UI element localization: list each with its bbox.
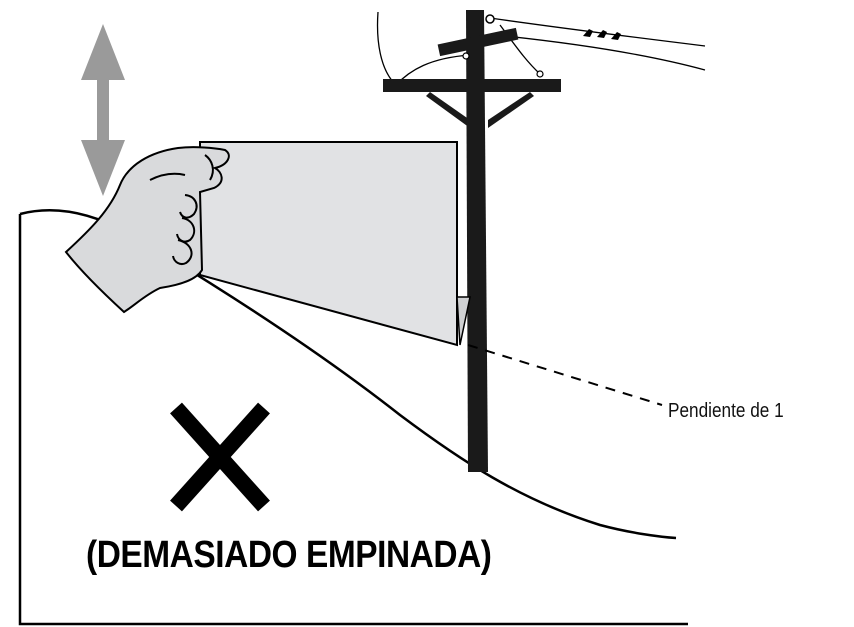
bird-icon xyxy=(583,29,621,40)
slope-label: Pendiente de 1 xyxy=(668,400,784,422)
slope-dashed-line xyxy=(467,344,663,406)
vertical-double-arrow-icon xyxy=(81,24,125,196)
x-mark-icon xyxy=(170,402,270,512)
hand xyxy=(64,146,230,314)
utility-pole xyxy=(383,10,561,472)
device-panel xyxy=(189,141,471,347)
verdict-label: (DEMASIADO EMPINADA) xyxy=(86,534,492,576)
ground-left-edge xyxy=(18,214,688,626)
